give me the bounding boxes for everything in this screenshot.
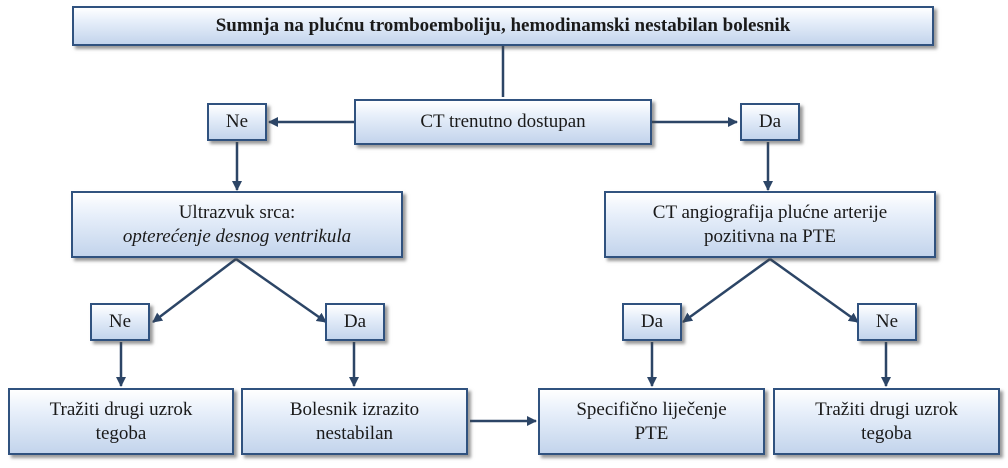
other-cause-right-box: Tražiti drugi uzrok tegoba xyxy=(773,388,1000,455)
unstable-line1: Bolesnik izrazito xyxy=(289,398,420,420)
other-cause-left-line2: tegoba xyxy=(95,422,147,444)
other-cause-left-line1: Tražiti drugi uzrok xyxy=(49,398,193,420)
arrow-echo-to-da xyxy=(235,257,327,324)
ct-no-text: Ne xyxy=(225,111,249,133)
ct-available-box: CT trenutno dostupan xyxy=(354,99,652,145)
echo-line1: Ultrazvuk srca: xyxy=(178,201,296,223)
unstable-line2: nestabilan xyxy=(315,422,394,444)
cta-no-text: Ne xyxy=(875,311,899,333)
ct-available-text: CT trenutno dostupan xyxy=(420,111,586,133)
treatment-line1: Specifično liječenje xyxy=(576,398,727,420)
cta-box: CT angiografija plućne arterije pozitivn… xyxy=(604,191,936,258)
echo-no-text: Ne xyxy=(108,311,132,333)
other-cause-right-line1: Tražiti drugi uzrok xyxy=(815,398,958,420)
echo-yes-text: Da xyxy=(343,311,367,333)
top-question-text: Sumnja na plućnu tromboemboliju, hemodin… xyxy=(215,15,791,37)
ct-no-box: Ne xyxy=(207,103,267,141)
cta-yes-box: Da xyxy=(622,303,682,341)
echo-line2: opterećenje desnog ventrikula xyxy=(122,225,352,247)
other-cause-left-box: Tražiti drugi uzrok tegoba xyxy=(8,388,234,455)
echo-yes-box: Da xyxy=(325,303,385,341)
arrow-cta-to-da xyxy=(682,257,771,324)
unstable-box: Bolesnik izrazito nestabilan xyxy=(241,388,468,455)
echo-no-box: Ne xyxy=(90,303,150,341)
cta-line1: CT angiografija plućne arterije xyxy=(652,201,888,223)
ct-yes-box: Da xyxy=(740,103,800,141)
echo-box: Ultrazvuk srca: opterećenje desnog ventr… xyxy=(71,191,403,258)
treatment-line2: PTE xyxy=(634,422,669,444)
top-question-box: Sumnja na plućnu tromboemboliju, hemodin… xyxy=(72,6,934,46)
cta-line2: pozitivna na PTE xyxy=(704,225,836,247)
arrow-echo-to-ne xyxy=(152,258,237,323)
treatment-box: Specifično liječenje PTE xyxy=(538,388,765,455)
cta-no-box: Ne xyxy=(857,303,917,341)
arrow-cta-to-ne xyxy=(769,257,859,324)
ct-yes-text: Da xyxy=(758,111,782,133)
cta-yes-text: Da xyxy=(640,311,664,333)
other-cause-right-line2: tegoba xyxy=(861,422,912,444)
